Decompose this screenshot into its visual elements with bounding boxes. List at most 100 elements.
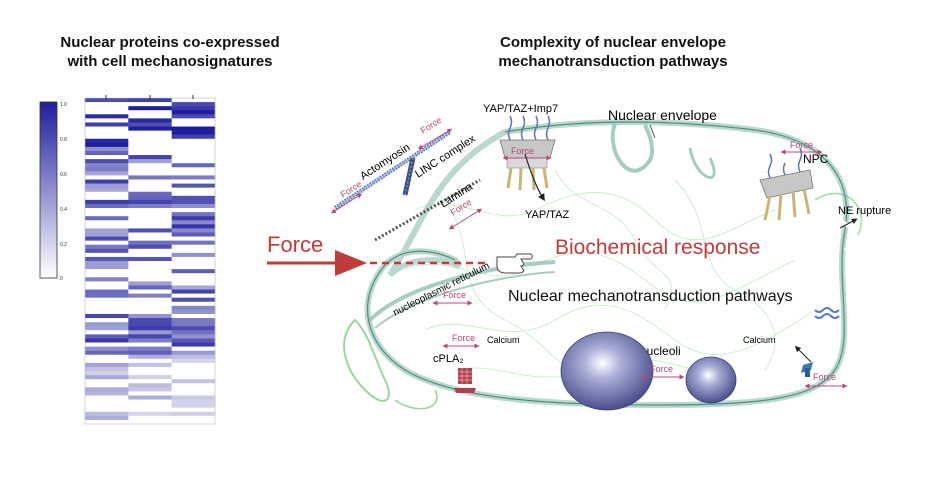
heatmap-cell [171,313,216,319]
heatmap-cell [171,342,216,347]
heatmap-cell [171,203,216,209]
heatmap-cell [85,208,129,213]
heatmap-cell [171,232,216,237]
er-membrane [343,318,390,402]
yap-pore-complex [499,115,556,191]
heatmap-cell [128,114,172,119]
heatmap-cell [128,130,172,135]
heatmap-cell [128,399,172,404]
heatmap-cell [85,285,129,290]
heatmap-cell [171,399,216,404]
heatmap-cell [85,265,129,270]
heatmap-cell [171,419,216,425]
heatmap-column-ticks [105,95,194,99]
heatmap-cell [128,305,172,311]
heatmap-cell [171,338,216,343]
heatmap-cell [128,163,172,168]
heatmap-cell [85,301,129,307]
heatmap-cell [128,269,172,274]
heatmap-cell [171,354,216,360]
heatmap-cell [171,358,216,364]
heatmap-cell [85,167,129,172]
heatmap-cell [128,159,172,164]
heatmap-cell [128,171,172,176]
heatmap-cell [85,216,129,221]
heatmap-cell [85,159,129,164]
heatmap-cell [85,191,129,197]
heatmap-cell [85,293,129,298]
colorbar-tick-label: 0.6 [60,172,67,178]
heatmap-cell [85,297,129,303]
heatmap-cell [128,358,172,364]
heatmap-cell [171,195,216,201]
heatmap-cell [128,387,172,392]
nucleolus-large [560,331,654,411]
heatmap-cell [128,256,172,262]
force-indicator: Force [640,364,685,380]
heatmap-cell [128,179,172,184]
heatmap-cell [171,395,216,400]
heatmap-cell [128,391,172,396]
heatmap-cell [85,228,129,233]
heatmap-cell [171,191,216,197]
heatmap-cell [128,138,172,144]
force-small-label: Force [813,372,836,382]
heatmap-cell [85,371,129,376]
heatmap-cell [128,366,172,372]
heatmap-cell [171,163,216,168]
mechanotransduction-diagram: Force Biochemical response Nuclear mecha… [267,103,891,411]
heatmap-cell [85,142,129,148]
heatmap-cell [128,313,172,319]
heatmap-cell [128,281,172,286]
force-small-label: Force [419,115,444,136]
calcium-left-label: Calcium [487,335,520,345]
heatmap-cell [85,375,129,380]
heatmap-cell [85,256,129,262]
heatmap-cell [128,334,172,339]
heatmap-cell [85,403,129,409]
ne-rupture-site [838,218,859,252]
force-main-label: Force [267,232,323,257]
lamina-filament [374,178,481,242]
nucleoli-label: nucleoli [640,344,681,358]
heatmap-cell [85,134,129,140]
heatmap-cell [171,350,216,356]
heatmap-cell [85,387,129,392]
heatmap-cell [128,277,172,282]
heatmap-cell [85,110,129,115]
heatmap-cell [171,411,216,417]
heatmap-cell [85,326,129,331]
force-indicator: Force [780,140,823,155]
heatmap-cell [128,244,172,250]
heatmap-cell [128,273,172,278]
heatmap-cell [128,309,172,315]
heatmap-cell [171,322,216,327]
heatmap-cell [128,407,172,413]
heatmap-cell [128,150,172,156]
heatmap-cell [85,350,129,356]
heatmap-cell [85,146,129,152]
heatmap-cell [128,362,172,368]
cpla2-label: cPLA₂ [433,353,464,365]
heatmap-cell [171,150,216,156]
heatmap-cell [171,297,216,303]
colorbar-tick-label: 1.0 [60,102,67,108]
heatmap-cell [85,98,129,103]
heatmap-cell [171,366,216,372]
heatmap-cell [128,187,172,193]
heatmap-cell [171,387,216,392]
heatmap-cell [171,252,216,258]
heatmap-cell [171,383,216,388]
heatmap-cell [171,138,216,144]
heatmap-cell [171,187,216,193]
heatmap-cell [171,289,216,294]
heatmap-cell [85,252,129,258]
heatmap-cell [128,236,172,241]
cpla2-enzyme [454,368,476,393]
heatmap-cell [85,322,129,327]
heatmap-cell [128,216,172,221]
force-indicator: Force [442,333,480,349]
heatmap-cell [85,106,129,111]
heatmap-cell [85,277,129,282]
ne-rupture-label: NE rupture [838,205,891,217]
